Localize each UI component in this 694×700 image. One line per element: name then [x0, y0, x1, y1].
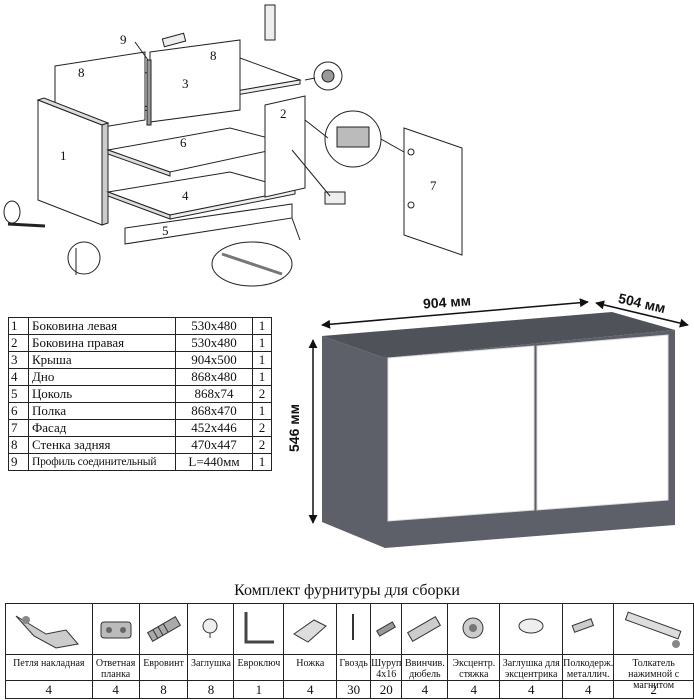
assembly-label-9: 9 — [120, 32, 127, 47]
push-latch-icon — [625, 611, 682, 648]
assembly-label-4: 4 — [182, 188, 189, 203]
hex-key-icon — [244, 612, 275, 644]
exploded-assembly-diagram: 1 2 3 4 5 6 7 8 8 9 — [3, 4, 463, 287]
hardware-label: Толкатель нажимной с магнитом — [628, 658, 680, 691]
hardware-qty-row: 4 4 8 8 1 4 30 20 4 4 4 4 2 — [5, 680, 694, 699]
facade-left — [387, 345, 535, 522]
hardware-label: Заглушка для эксцентрика — [502, 658, 560, 680]
nail-icon — [352, 614, 355, 640]
hardware-title: Комплект фурнитуры для сборки — [234, 582, 460, 599]
hinge-icon — [15, 615, 79, 649]
assembly-label-8-right: 8 — [210, 48, 217, 63]
hardware-label: Гвоздь — [339, 658, 368, 669]
side-right — [264, 95, 306, 198]
hardware-label: Евровинт — [143, 658, 184, 669]
hardware-labels-row: Петля накладная Ответная планка Евровинт… — [5, 654, 694, 691]
hardware-qty: 30 — [336, 680, 372, 699]
hardware-label: Евроключ — [237, 658, 281, 669]
hardware-qty: 4 — [401, 680, 449, 699]
hardware-qty: 1 — [233, 680, 285, 699]
hardware-label: Заглушка — [191, 658, 231, 669]
hardware-label: Шуруп 4x16 — [371, 658, 402, 680]
hardware-qty: 8 — [187, 680, 235, 699]
facade-door — [403, 127, 463, 256]
hardware-qty: 4 — [499, 680, 564, 699]
hardware-qty: 20 — [370, 680, 403, 699]
connecting-profile — [146, 59, 152, 126]
shelf-pin-icon — [571, 618, 595, 633]
cam-cap-icon — [518, 618, 544, 634]
hardware-qty: 4 — [283, 680, 338, 699]
cam-lock-icon — [462, 617, 484, 639]
leg-icon — [293, 619, 328, 643]
hardware-label: Полкодерж. металлич. — [563, 658, 614, 680]
assembly-label-2: 2 — [280, 106, 287, 121]
depth-dimension-line — [595, 300, 689, 328]
hardware-qty: 2 — [613, 680, 694, 699]
screw-icon — [376, 621, 397, 637]
hardware-table: Петля накладная Ответная планка Евровинт… — [5, 603, 694, 699]
hardware-label: Ввинчив. дюбель — [405, 658, 445, 680]
cabinet-side — [322, 336, 385, 548]
hardware-qty: 4 — [5, 680, 93, 699]
width-dimension-line — [321, 298, 589, 329]
hardware-qty: 4 — [91, 680, 140, 699]
euro-screw-icon — [146, 615, 181, 643]
assembly-label-7: 7 — [430, 178, 437, 193]
facade-right — [536, 334, 669, 511]
hardware-qty: 4 — [447, 680, 501, 699]
mounting-plate-icon — [100, 621, 132, 639]
hardware-label: Петля накладная — [13, 658, 85, 669]
cap-icon — [202, 618, 218, 638]
width-dimension: 904 мм — [422, 292, 472, 312]
dowel-icon — [407, 615, 442, 643]
assembly-label-8-left: 8 — [78, 65, 85, 80]
hardware-qty: 4 — [562, 680, 615, 699]
assembly-label-3: 3 — [182, 76, 189, 91]
assembly-label-6: 6 — [180, 135, 187, 150]
height-dimension: 546 мм — [285, 404, 302, 452]
hardware-qty: 8 — [138, 680, 189, 699]
hardware-label: Ножка — [296, 658, 325, 669]
screw-detail — [264, 4, 276, 41]
hardware-label: Ответная планка — [95, 658, 136, 680]
assembly-label-1: 1 — [60, 148, 67, 163]
hardware-label: Эксцентр. стяжка — [452, 658, 496, 680]
assembly-label-5: 5 — [162, 223, 169, 238]
cabinet-render — [308, 298, 689, 548]
hardware-icons-row — [5, 603, 694, 655]
